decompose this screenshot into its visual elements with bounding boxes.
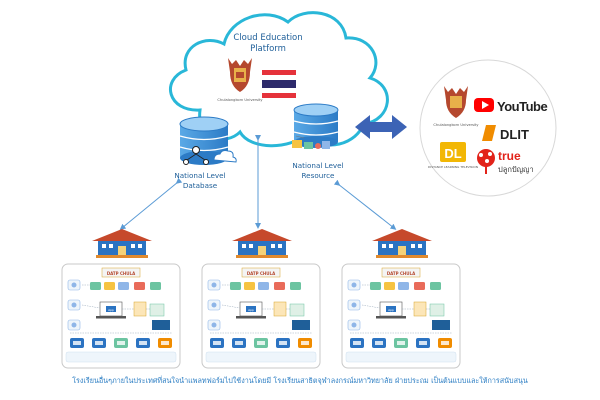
resource-label-line1: National Level [292, 161, 343, 170]
dlit-wordmark: DLIT [500, 127, 529, 142]
chulalongkorn-emblem-icon [228, 58, 252, 92]
database-label-line1: National Level [174, 171, 225, 180]
link-database-school-1 [119, 177, 183, 230]
school-app-diagram: DATP CHULA App [341, 263, 461, 369]
true-tree-icon [477, 149, 495, 174]
true-wordmark: true [498, 149, 521, 163]
school-app-label: App [248, 308, 254, 312]
school-building-icon [232, 229, 292, 258]
school-app-label: App [108, 308, 114, 312]
national-database-node: National Level Database [174, 116, 237, 190]
partner-chula-emblem-icon [444, 86, 468, 118]
school-block: DATP CHULA App [201, 229, 321, 369]
cloud-title-line2: Platform [250, 44, 286, 54]
cloud-title-line1: Cloud Education [233, 33, 302, 43]
database-label-line2: Database [183, 181, 218, 190]
link-resource-school-3 [333, 179, 397, 230]
partner-chula-caption: Chulalongkorn University [433, 123, 479, 127]
footer-caption: โรงเรียนอื่นๆภายในประเทศที่สนใจนำแพลทฟอร… [72, 376, 528, 385]
dlit-mark-icon [482, 125, 496, 141]
school-app-label: App [388, 308, 394, 312]
true-plookpanya-logo: true ปลูกปัญญา [477, 149, 534, 174]
school-block: DATP CHULA App [61, 229, 181, 369]
double-arrow-icon [355, 115, 407, 139]
dlit-logo: DLIT [482, 125, 529, 142]
youtube-logo: YouTube [474, 98, 548, 114]
school-app-diagram: DATP CHULA App [201, 263, 321, 369]
school-banner-label: DATP CHULA [107, 271, 136, 276]
school-banner-label: DATP CHULA [387, 271, 416, 276]
school-block: DATP CHULA App [341, 229, 461, 369]
dltv-logo: DL DISTANCE LEARNING TELEVISION [428, 142, 478, 169]
partners-circle: Chulalongkorn University YouTube DLIT DL… [419, 59, 557, 197]
thailand-flag-icon [262, 70, 296, 98]
connector-lines [119, 135, 397, 230]
school-app-diagram: DATP CHULA App [61, 263, 181, 369]
resource-label-line2: Resource [302, 171, 336, 180]
school-building-icon [92, 229, 152, 258]
school-building-icon [372, 229, 432, 258]
dltv-caption: DISTANCE LEARNING TELEVISION [428, 165, 478, 169]
people-network-icon [183, 146, 209, 165]
school-banner-label: DATP CHULA [247, 271, 276, 276]
database-cloud-icon [213, 149, 237, 163]
true-subtitle: ปลูกปัญญา [498, 165, 534, 174]
national-resource-node: National Level Resource [292, 103, 344, 180]
cloud-university-caption: Chulalongkorn University [217, 98, 263, 102]
youtube-wordmark: YouTube [497, 99, 547, 114]
learning-resources-icon [292, 135, 330, 149]
dltv-logo-text: DL [444, 146, 461, 161]
schools-row: DATP CHULA App DATP CHULA App DATP CHULA App [61, 229, 461, 369]
